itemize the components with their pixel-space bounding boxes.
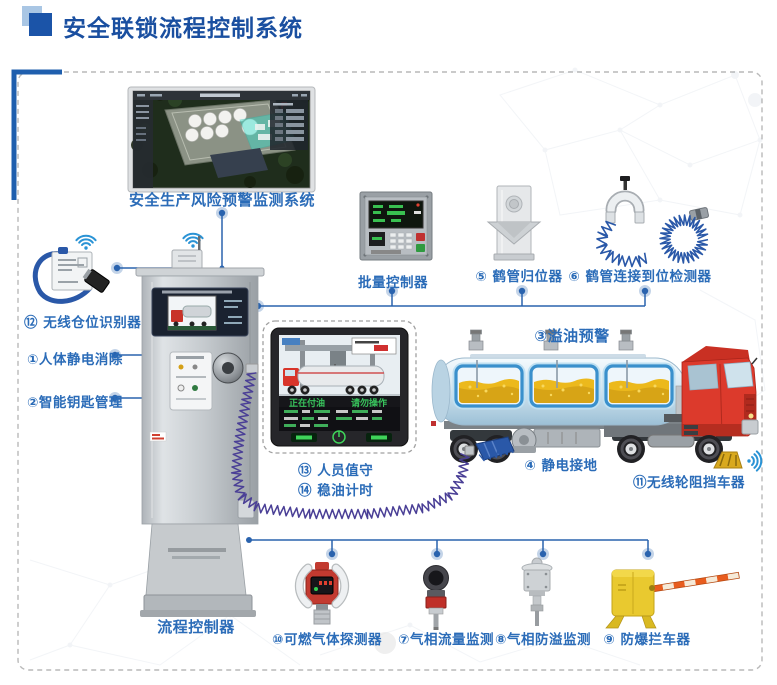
label-body-static: ①人体静电消除 <box>27 352 123 368</box>
label-key-management: ②智能钥匙管理 <box>27 395 123 411</box>
label-gas-detector: ⑩可燃气体探测器 <box>272 632 382 648</box>
label-wheel-chock: ⑪无线轮阻挡车器 <box>633 475 745 491</box>
arm-connect-coil-b <box>659 214 709 264</box>
vapor-flow-device <box>423 565 449 630</box>
label-vapor-flow: ⑦气相流量监测 <box>398 632 494 648</box>
grounding-plug-device <box>464 427 537 461</box>
mesh-pattern <box>29 67 766 666</box>
duty-tablet <box>262 320 417 454</box>
label-batch-controller: 批量控制器 <box>358 275 428 291</box>
label-spill-warning: ③溢油预警 <box>534 327 610 345</box>
label-personnel: ⑬ 人员值守 <box>298 463 374 479</box>
mesh-node <box>374 632 396 654</box>
barrier-device <box>605 569 740 629</box>
wheel-chock-device <box>713 450 763 472</box>
label-barrier: ⑨ 防爆拦车器 <box>603 632 691 648</box>
arm-connect-device <box>605 176 709 224</box>
arm-connect-coil-a <box>596 220 648 268</box>
arm-homing-device <box>486 185 542 261</box>
bin-identifier-device <box>32 234 110 304</box>
label-oil-timer: ⑭ 稳油计时 <box>298 483 374 499</box>
plug-pigtail-coil <box>478 446 514 462</box>
grounding-cable-coil <box>230 372 470 520</box>
monitor <box>127 86 316 193</box>
monitor-caption: 安全生产风险预警监测系统 <box>128 191 316 209</box>
label-bin-identifier: ⑫ 无线仓位识别器 <box>24 315 142 331</box>
tablet-status-left: 正在付油 <box>289 399 326 409</box>
title-icon <box>29 13 52 36</box>
tablet-status-right: 请勿操作 <box>351 399 388 409</box>
label-arm-homing: ⑤ 鹤管归位器 <box>475 269 563 285</box>
gas-detector-device <box>294 562 350 625</box>
page-title: 安全联锁流程控制系统 <box>63 16 303 42</box>
label-vapor-overflow: ⑧气相防溢监测 <box>495 632 591 648</box>
label-process-controller: 流程控制器 <box>157 618 235 636</box>
label-arm-connect: ⑥ 鹤管连接到位检测器 <box>568 269 712 285</box>
tanker-truck <box>431 329 759 465</box>
batch-controller-device <box>359 191 433 261</box>
label-grounding: ④ 静电接地 <box>524 458 598 474</box>
vapor-overflow-device <box>521 557 553 626</box>
process-controller-cabinet <box>135 232 265 617</box>
